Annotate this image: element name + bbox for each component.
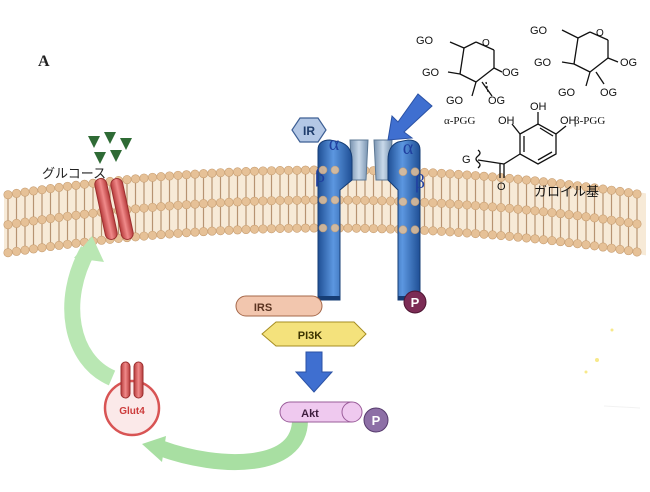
akt-protein: Akt P bbox=[279, 401, 389, 433]
cycle-arrow-icon bbox=[157, 419, 308, 470]
galloyl-g-label: G bbox=[462, 154, 471, 166]
glucose-triangle-icon bbox=[94, 152, 106, 164]
glucose-triangle-icon bbox=[120, 138, 132, 150]
decorative-dots bbox=[584, 328, 641, 409]
beta-pgg-og-2: OG bbox=[600, 87, 617, 99]
beta-pgg-go-1: GO bbox=[530, 25, 548, 37]
beta-subunit-left-label: β bbox=[315, 165, 325, 187]
pgg-binding-arrow bbox=[387, 93, 433, 141]
glut4-recycling-arrows bbox=[64, 236, 308, 470]
galloyl-group-label: ガロイル基 bbox=[534, 184, 599, 199]
beta-subunit-right-label: β bbox=[415, 171, 425, 193]
down-arrow-icon bbox=[294, 351, 334, 393]
alpha-pgg-og-1: OG bbox=[502, 67, 519, 79]
glucose-triangle-icon bbox=[110, 150, 122, 162]
akt-label: Akt bbox=[301, 408, 319, 420]
beta-pgg-og-1: OG bbox=[620, 57, 637, 69]
glut-transporter bbox=[94, 178, 134, 240]
beta-pgg-ring-o: O bbox=[596, 28, 604, 39]
glucose-molecules bbox=[88, 132, 132, 164]
alpha-pgg-labels: GO O GO OG GO OG α-PGG bbox=[416, 35, 519, 127]
galloyl-oh-3: OH bbox=[560, 115, 577, 127]
insulin-receptor: IR α α β β bbox=[291, 117, 425, 301]
membrane-overlay bbox=[318, 165, 420, 235]
alpha-pgg-go-3: GO bbox=[446, 95, 464, 107]
alpha-pgg-og-2: OG bbox=[488, 95, 505, 107]
glucose-triangle-icon bbox=[104, 132, 116, 144]
cycle-arrow-icon bbox=[142, 436, 166, 462]
alpha-pgg-go-2: GO bbox=[422, 67, 440, 79]
panel-label: A bbox=[38, 53, 50, 70]
cycle-arrow-icon bbox=[74, 236, 104, 262]
ir-label: IR bbox=[303, 124, 315, 138]
galloyl-structure bbox=[475, 112, 567, 178]
alpha-subunit-left-label: α bbox=[329, 133, 340, 155]
alpha-pgg-label: α-PGG bbox=[444, 115, 475, 127]
beta-pgg-label: β-PGG bbox=[574, 115, 605, 127]
beta-pgg-labels: GO O GO OG GO OG β-PGG bbox=[530, 25, 637, 127]
galloyl-carbonyl-o: O bbox=[497, 181, 506, 193]
glucose-triangle-icon bbox=[88, 136, 100, 148]
pi3k-protein: PI3K bbox=[261, 321, 367, 347]
glut4-label: Glut4 bbox=[119, 406, 145, 417]
glucose-label: グルコース bbox=[42, 166, 106, 181]
down-arrow-icon bbox=[387, 93, 433, 141]
glut4-vesicle: Glut4 bbox=[103, 361, 161, 437]
galloyl-oh-1: OH bbox=[498, 115, 515, 127]
cycle-arrow-icon bbox=[64, 246, 116, 386]
receptor-phosphate: P bbox=[403, 290, 427, 314]
beta-pgg-structure bbox=[561, 29, 619, 87]
irs-protein: IRS bbox=[235, 295, 323, 317]
akt-phosphate-label: P bbox=[372, 413, 381, 428]
ir-hexagon bbox=[291, 117, 327, 143]
pi3k-to-akt-arrow bbox=[294, 351, 334, 393]
phosphate-label: P bbox=[411, 295, 420, 310]
irs-label: IRS bbox=[254, 302, 272, 314]
galloyl-oh-2: OH bbox=[530, 101, 547, 113]
galloyl-labels: OH OH OH G O ガロイル基 bbox=[462, 101, 599, 199]
beta-pgg-go-2: GO bbox=[534, 57, 552, 69]
beta-pgg-go-3: GO bbox=[558, 87, 576, 99]
alpha-subunit-right-label: α bbox=[403, 137, 414, 159]
alpha-pgg-ring-o: O bbox=[482, 38, 490, 49]
alpha-pgg-go-1: GO bbox=[416, 35, 434, 47]
alpha-pgg-structure bbox=[447, 41, 503, 97]
pi3k-label: PI3K bbox=[298, 330, 323, 342]
